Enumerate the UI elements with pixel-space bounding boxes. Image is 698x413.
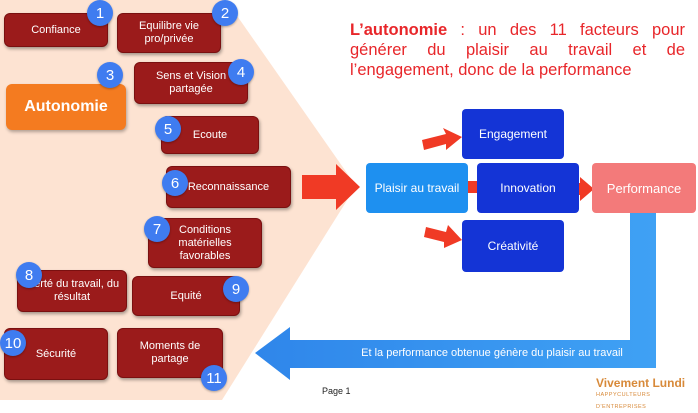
creativite-box: Créativité [462,220,564,272]
page-title: L’autonomie : un des 11 facteurs pour gé… [350,20,685,80]
plaisir-au-travail-box: Plaisir au travail [366,163,468,213]
factor-label: Reconnaissance [187,180,270,193]
title-text: : un des 11 facteurs pour générer du pla… [350,21,685,79]
badge-4: 4 [228,59,254,85]
arrow-funnel-to-plaisir [302,164,360,210]
badge-6: 6 [162,170,188,196]
factor-equilibre: Equilibre vie pro/privée [117,13,221,53]
factor-sens-vision: Sens et Vision partagée [134,62,248,104]
factor-label: Autonomie [24,98,108,115]
factor-label: Sens et Vision partagée [155,70,227,95]
factor-label: Sécurité [35,347,77,360]
factor-label: Equité [170,289,202,302]
page-number: Page 1 [322,386,351,396]
flow-label: Innovation [500,180,556,195]
factor-label: Ecoute [192,128,228,141]
badge-3: 3 [97,62,123,88]
performance-box: Performance [592,163,696,213]
arrow-to-creativite [424,225,462,248]
badge-7: 7 [144,216,170,242]
factor-label: Equilibre vie pro/privée [139,20,199,45]
flow-label: Performance [606,180,682,196]
flow-label: Plaisir au travail [374,180,460,195]
badge-1: 1 [87,0,113,26]
innovation-box: Innovation [477,163,579,213]
badge-5: 5 [155,116,181,142]
brand-logo: Vivement Lundi HAPPYCULTEURS D'ENTREPRIS… [596,377,698,413]
feedback-loop-arrow [255,210,656,380]
badge-9: 9 [223,276,249,302]
brand-name: Vivement Lundi [596,376,686,390]
title-keyword: L’autonomie [350,21,448,39]
badge-8: 8 [16,262,42,288]
factor-label: Conditions matérielles favorables [178,223,232,262]
badge-2: 2 [212,0,238,26]
flow-label: Créativité [487,238,539,253]
factor-label: Confiance [31,23,81,36]
badge-10: 10 [0,330,26,356]
brand-tagline: HAPPYCULTEURS D'ENTREPRISES [596,392,651,410]
flow-label: Engagement [478,126,548,141]
factor-securite: Sécurité [4,328,108,380]
badge-11: 11 [201,365,227,391]
factor-label: Fierté du travail, du résultat [24,278,120,303]
factor-autonomie-highlight: Autonomie [6,84,126,130]
factor-label: Moments de partage [139,340,201,365]
arrow-to-engagement [422,128,462,150]
feedback-loop-label: Et la performance obtenue génère du plai… [361,347,623,359]
engagement-box: Engagement [462,109,564,159]
